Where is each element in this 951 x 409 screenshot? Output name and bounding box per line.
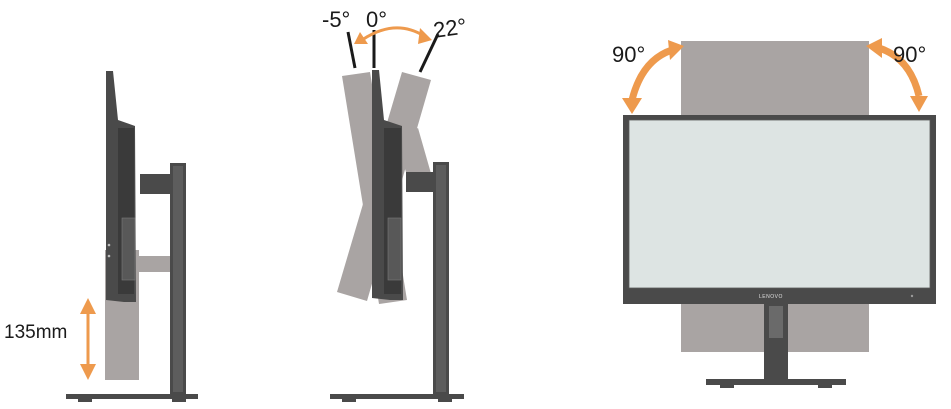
tilt-arc-arrow <box>354 26 432 44</box>
height-adjust-panel <box>66 71 198 402</box>
monitor-side-profile <box>106 71 136 302</box>
tilt-reference-lines <box>346 30 440 73</box>
tilt-panel <box>330 26 464 402</box>
tilt-stand-arm <box>406 172 436 192</box>
pivot-right-label: 90° <box>893 42 927 67</box>
stand-base <box>66 394 198 399</box>
monitor-brand-logo: LENOVO <box>759 294 783 300</box>
monitor-screen <box>629 120 930 288</box>
tilt-back-label: 22° <box>431 13 469 43</box>
pivot-left-label: 90° <box>612 42 646 67</box>
pivot-stand-base <box>706 379 846 385</box>
height-range-label: 135mm <box>4 322 68 343</box>
pivot-monitor-landscape <box>623 115 936 304</box>
stand-arm <box>140 174 172 194</box>
tilt-monitor-upright <box>372 70 403 300</box>
pivot-left-arrow <box>622 40 684 114</box>
height-arrow <box>80 298 96 380</box>
pivot-right-arrow <box>866 38 928 112</box>
pivot-panel <box>622 38 936 388</box>
tilt-forward-label: -5° <box>322 7 351 32</box>
tilt-zero-label: 0° <box>366 7 388 32</box>
tilt-stand-base <box>330 394 464 399</box>
